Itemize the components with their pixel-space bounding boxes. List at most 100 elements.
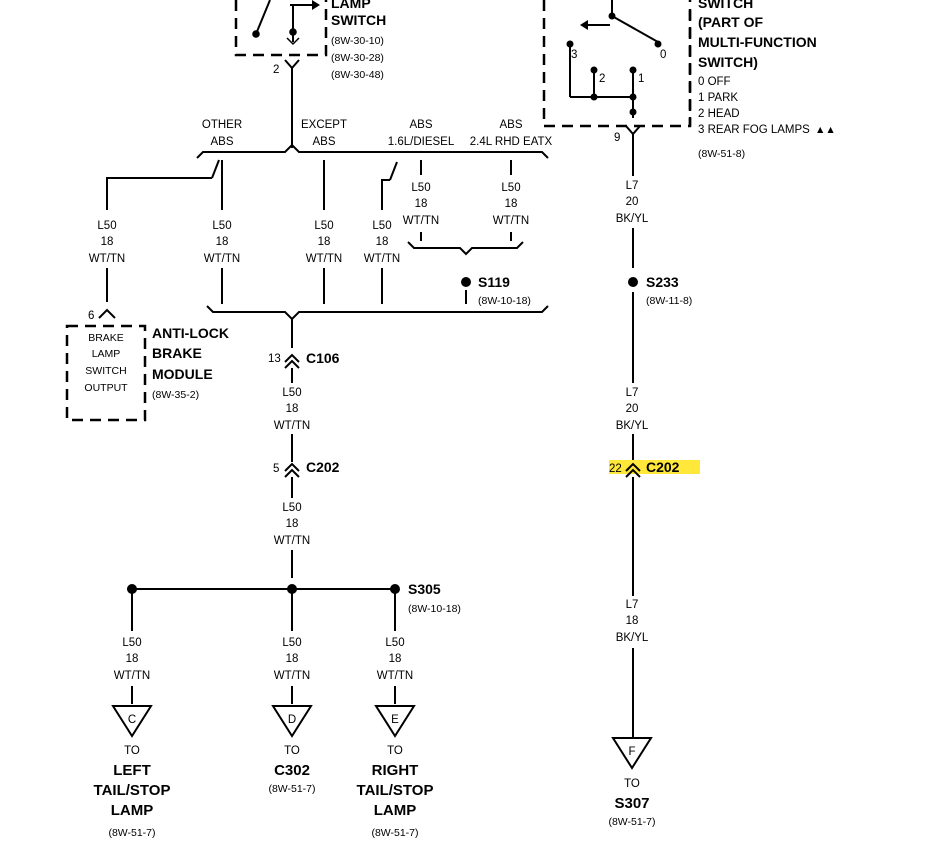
s233-ref: (8W-11-8) — [646, 295, 692, 307]
wire-3-circuit: L50 — [314, 220, 333, 232]
wire-labels: L50 18 WT/TN L50 18 WT/TN L50 18 WT/TN L… — [89, 180, 649, 682]
terminal-f-dest-1: S307 — [614, 795, 649, 812]
wire-label-14: L7 18 BK/YL — [616, 599, 649, 644]
terminal-d-letter: D — [288, 714, 296, 726]
contact-label-1: 1 — [638, 73, 644, 85]
wire-14-circuit: L7 — [626, 599, 639, 611]
wire-2-circuit: L50 — [212, 220, 231, 232]
lamp-switch-ref-2: (8W-30-28) — [331, 52, 384, 64]
terminal-e-to: TO — [387, 745, 403, 757]
wire-label-6: L50 18 WT/TN — [493, 182, 529, 227]
hs-ref: (8W-51-8) — [698, 148, 745, 160]
terminal-d: D TO C302 (8W-51-7) — [268, 705, 316, 795]
splice-s233: S233 (8W-11-8) — [646, 274, 692, 307]
s305-name: S305 — [408, 581, 441, 597]
wire-1-circuit: L50 — [97, 220, 116, 232]
contact-label-0: 0 — [660, 49, 666, 61]
terminal-c-dest-2: TAIL/STOP — [94, 782, 171, 799]
wire-14-color: BK/YL — [616, 632, 649, 644]
abs-inner-4: OUTPUT — [84, 382, 128, 394]
wire-11-circuit: L50 — [385, 637, 404, 649]
terminal-c: C TO LEFT TAIL/STOP LAMP (8W-51-7) — [94, 705, 171, 839]
wire-8-color: WT/TN — [274, 535, 310, 547]
terminal-e-dest-1: RIGHT — [372, 762, 419, 779]
wire-10-circuit: L50 — [282, 637, 301, 649]
s119-ref: (8W-10-18) — [478, 295, 531, 307]
wire-2-gauge: 18 — [216, 236, 229, 248]
terminal-f: F TO S307 (8W-51-7) — [608, 737, 656, 828]
splice-s305: S305 (8W-10-18) — [408, 581, 461, 615]
wire-7-circuit: L50 — [282, 387, 301, 399]
wire-13-gauge: 20 — [626, 403, 639, 415]
s233-name: S233 — [646, 274, 679, 290]
terminal-e: E TO RIGHT TAIL/STOP LAMP (8W-51-7) — [357, 705, 433, 839]
c202-left-pin: 5 — [273, 463, 279, 475]
wire-11-gauge: 18 — [389, 653, 402, 665]
c202-left-name: C202 — [306, 459, 340, 475]
wire-label-8: L50 18 WT/TN — [274, 502, 310, 547]
fog-marker: ▲▲ — [815, 124, 836, 136]
lamp-switch-ref-1: (8W-30-10) — [331, 35, 384, 47]
c106-name: C106 — [306, 350, 340, 366]
left-trunk: 13 C106 5 C202 — [127, 350, 400, 704]
terminal-c-to: TO — [124, 745, 140, 757]
wire-9-color: WT/TN — [114, 670, 150, 682]
wire-11-color: WT/TN — [377, 670, 413, 682]
wire-4-gauge: 18 — [376, 236, 389, 248]
s119-name: S119 — [478, 274, 510, 290]
terminal-f-letter: F — [628, 746, 635, 758]
wire-12-color: BK/YL — [616, 213, 649, 225]
wire-12-circuit: L7 — [626, 180, 639, 192]
variant-bracket: OTHER ABS EXCEPT ABS ABS 1.6L/DIESEL ABS… — [196, 119, 553, 159]
wire-label-12: L7 20 BK/YL — [616, 180, 649, 225]
lamp-switch-title-2: SWITCH — [331, 12, 386, 28]
hs-position-0: 0 OFF — [698, 76, 731, 88]
terminal-e-dest-3: LAMP — [374, 802, 417, 819]
wire-13-circuit: L7 — [626, 387, 639, 399]
wire-5-color: WT/TN — [403, 215, 439, 227]
terminal-c-dest-3: LAMP — [111, 802, 154, 819]
abs-title-2: BRAKE — [152, 345, 202, 361]
wire-label-7: L50 18 WT/TN — [274, 387, 310, 432]
abs-ref: (8W-35-2) — [152, 389, 199, 401]
abs-module: 6 BRAKE LAMP SWITCH OUTPUT ANTI-LOCK BRA… — [65, 310, 229, 422]
wire-6-color: WT/TN — [493, 215, 529, 227]
wire-label-2: L50 18 WT/TN — [204, 220, 240, 265]
variant-4-line2: 2.4L RHD EATX — [470, 136, 553, 148]
hs-title-3: MULTI-FUNCTION — [698, 34, 817, 50]
variant-2-line2: ABS — [312, 136, 335, 148]
variant-3-line2: 1.6L/DIESEL — [388, 136, 455, 148]
terminal-f-ref: (8W-51-7) — [608, 816, 655, 828]
terminal-c-dest-1: LEFT — [113, 762, 151, 779]
wire-8-gauge: 18 — [286, 518, 299, 530]
wire-1-color: WT/TN — [89, 253, 125, 265]
headlamp-switch: 3 2 1 0 SWITCH (PART OF MULTI-FUNCTION S… — [542, 0, 836, 176]
hs-title-2: (PART OF — [698, 14, 764, 30]
hs-position-1: 1 PARK — [698, 92, 738, 104]
wire-10-gauge: 18 — [286, 653, 299, 665]
variant-2-line1: EXCEPT — [301, 119, 347, 131]
terminal-f-to: TO — [624, 778, 640, 790]
c202-right-name: C202 — [646, 459, 680, 475]
terminal-d-ref: (8W-51-7) — [268, 783, 315, 795]
wire-9-gauge: 18 — [126, 653, 139, 665]
hs-title-4: SWITCH) — [698, 54, 758, 70]
wire-5-gauge: 18 — [415, 198, 428, 210]
wire-7-color: WT/TN — [274, 420, 310, 432]
terminal-c-ref: (8W-51-7) — [108, 827, 155, 839]
wire-label-5: L50 18 WT/TN — [403, 182, 439, 227]
wire-label-9: L50 18 WT/TN — [114, 637, 150, 682]
wire-4-circuit: L50 — [372, 220, 391, 232]
hs-position-3: 3 REAR FOG LAMPS — [698, 124, 810, 136]
wire-3-gauge: 18 — [318, 236, 331, 248]
variant-1-line2: ABS — [210, 136, 233, 148]
abs-inner-2: LAMP — [92, 348, 121, 360]
hs-title-1: SWITCH — [698, 0, 753, 11]
lamp-switch-pin: 2 — [273, 64, 279, 76]
splice-s119: S119 (8W-10-18) — [461, 274, 531, 307]
variant-3-line1: ABS — [409, 119, 432, 131]
wire-label-4: L50 18 WT/TN — [364, 220, 400, 265]
branch-wires — [98, 159, 549, 348]
right-trunk: 22 C202 — [609, 228, 700, 738]
c202-right-pin: 22 — [609, 463, 622, 475]
